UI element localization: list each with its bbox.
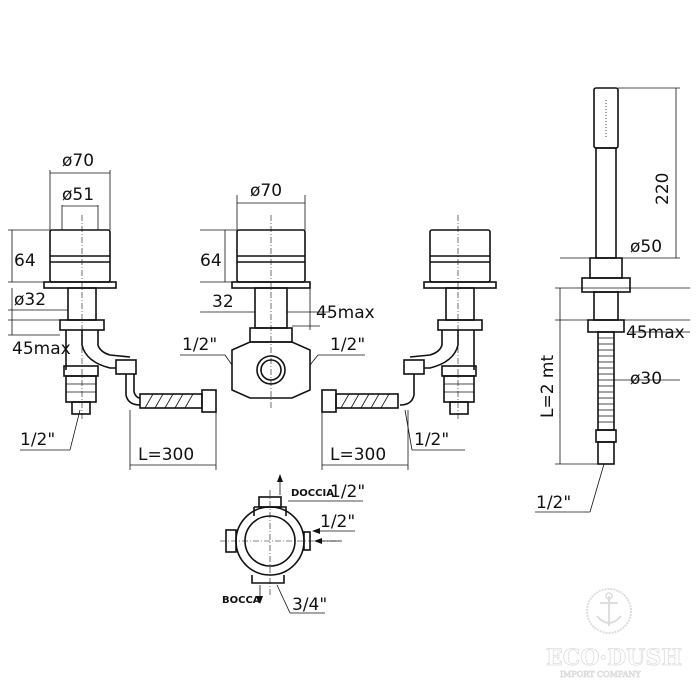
dim-height: 64	[200, 251, 222, 271]
dim-inner-diameter: ø51	[62, 185, 94, 205]
diverter-bottom-view: DOCCIA 1/2" 1/2" BOCCA 3/4"	[220, 474, 365, 615]
watermark-subtitle: IMPORT COMPANY	[560, 670, 641, 679]
dim-height: 64	[14, 251, 36, 271]
dim-inlet-left: 1/2"	[182, 335, 217, 355]
dim-hose-length: L=300	[330, 445, 386, 465]
dim-inlet-right: 1/2"	[330, 335, 365, 355]
dim-length: 220	[653, 173, 673, 205]
dim-connection: 1/2"	[536, 493, 571, 513]
dim-max-thickness: 45max	[316, 303, 375, 323]
dim-spout-size: 3/4"	[292, 595, 327, 615]
dim-shower-size: 1/2"	[330, 482, 365, 502]
dim-inlet: 1/2"	[320, 512, 355, 532]
left-mixer: ø70 ø51 64 ø32 45max 1/2" L=300	[8, 151, 217, 470]
label-shower-outlet: DOCCIA	[291, 488, 334, 499]
dim-outer-diameter: ø70	[62, 151, 94, 171]
dim-stem-diameter: ø32	[14, 290, 46, 310]
dim-stem: 32	[212, 292, 234, 312]
dim-connection: 1/2"	[414, 430, 449, 450]
dim-outer-diameter: ø70	[250, 181, 282, 201]
dim-max-thickness: 45max	[12, 339, 71, 359]
dim-max-thickness: 45max	[626, 323, 685, 343]
center-diverter: ø70 64 32 45max 1/2" 1/2" L=300	[180, 181, 409, 470]
dim-hose-diameter: ø30	[630, 369, 662, 389]
dim-holder-diameter: ø50	[630, 237, 662, 257]
dim-hose-length: L=300	[138, 445, 194, 465]
label-spout-outlet: BOCCA	[222, 595, 261, 606]
right-mixer: 1/2"	[399, 215, 497, 451]
dim-connection: 1/2"	[20, 430, 55, 450]
watermark-brand: ECO·DUSH	[546, 645, 682, 671]
hand-shower: 220 ø50 45max ø30 L=2 mt 1/2"	[535, 87, 690, 513]
dim-hose-length: L=2 mt	[538, 355, 558, 418]
eco-dush-watermark-logo: ECO·DUSH IMPORT COMPANY	[546, 588, 682, 679]
